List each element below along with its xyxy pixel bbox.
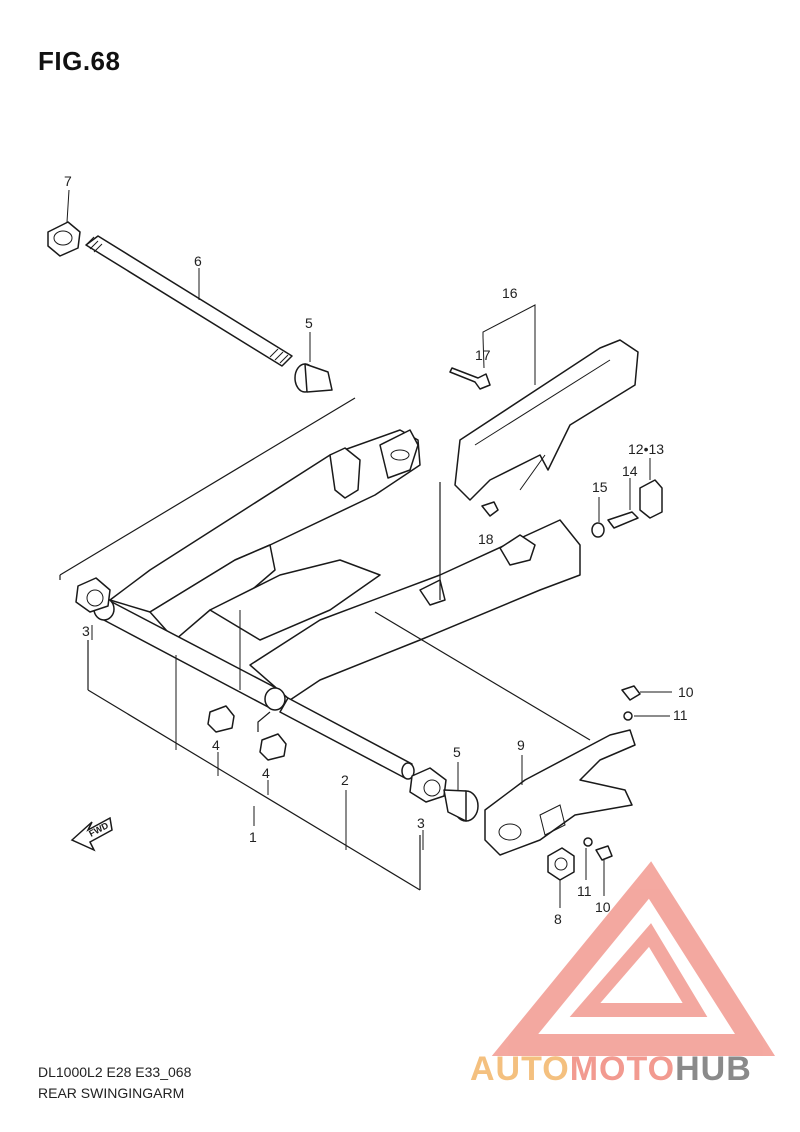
part-11-washer-bottom (583, 837, 593, 847)
callout-4-a: 4 (212, 737, 220, 753)
callout-5-bottom: 5 (453, 744, 461, 760)
part-16-chain-case (454, 339, 639, 501)
part-4-bushing-b (259, 733, 287, 761)
callout-18: 18 (478, 531, 494, 547)
part-10-bolt-bottom (595, 845, 613, 861)
figure-name: REAR SWINGINGARM (38, 1085, 185, 1101)
part-5-collar-bottom (443, 789, 479, 822)
callout-16: 16 (502, 285, 518, 301)
part-3-bearing-left (75, 577, 111, 613)
part-7-nut (47, 221, 81, 257)
part-2-pivot-tube (93, 597, 415, 780)
watermark-logo: AUTOMOTOHUB (470, 1050, 752, 1089)
callout-6: 6 (194, 253, 202, 269)
callout-14: 14 (622, 463, 638, 479)
callout-5-top: 5 (305, 315, 313, 331)
part-15-washer (591, 522, 605, 538)
part-8-nut (547, 847, 575, 881)
watermark-part-auto: AUTO (470, 1050, 570, 1088)
figure-title: FIG.68 (38, 46, 121, 76)
callout-11-bottom: 11 (577, 883, 592, 899)
callout-10-bottom: 10 (595, 899, 611, 915)
fwd-arrow-icon: FWD (70, 816, 113, 852)
part-3-bearing-right (409, 767, 447, 803)
callout-11-top: 11 (673, 707, 688, 723)
callout-2: 2 (341, 772, 349, 788)
callout-15: 15 (592, 479, 608, 495)
callout-12-13: 12•13 (628, 441, 664, 457)
part-6-axle (85, 235, 293, 367)
callout-4-b: 4 (262, 765, 270, 781)
part-1-swingarm (109, 429, 581, 701)
callout-1: 1 (249, 829, 257, 845)
part-12-13-clip (639, 479, 663, 519)
part-9-chain-adjuster (484, 729, 636, 856)
part-14-bolt (607, 511, 639, 529)
callout-3-left: 3 (82, 623, 90, 639)
part-4-bushing-a (207, 705, 235, 733)
part-10-bolt-top (621, 685, 641, 701)
watermark-part-moto: MOTO (569, 1050, 676, 1088)
model-code: DL1000L2 E28 E33_068 (38, 1064, 192, 1080)
part-11-washer-top (623, 711, 633, 721)
callout-17: 17 (475, 347, 491, 363)
callout-3-right: 3 (417, 815, 425, 831)
watermark-triangle-icon (491, 861, 776, 1056)
callout-9: 9 (517, 737, 525, 753)
callout-10-top: 10 (678, 684, 694, 700)
watermark-part-hub: HUB (675, 1050, 752, 1088)
part-5-collar-top (294, 363, 333, 393)
part-18-screw (481, 501, 499, 517)
callout-8: 8 (554, 911, 562, 927)
part-17-rivet (449, 367, 491, 390)
callout-7: 7 (64, 173, 72, 189)
